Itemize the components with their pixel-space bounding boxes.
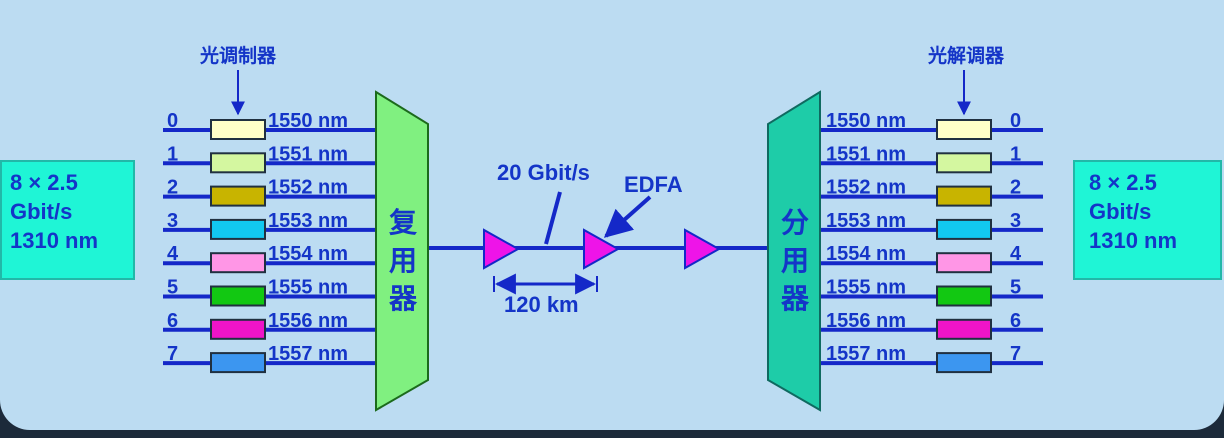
demux-label-char-1: 分 bbox=[781, 206, 809, 239]
right-demodulator-5 bbox=[936, 285, 992, 307]
left-channel-wavelength-5: 1555 nm bbox=[268, 277, 348, 299]
right-demodulator-3 bbox=[936, 218, 992, 240]
right-channel-group: 1550 nm 0 1551 nm 1 1552 nm 2 1553 nm 3 1554 nm 4… bbox=[820, 110, 1043, 374]
left-channel-index-2: 2 bbox=[167, 177, 178, 199]
right-channel-index-0: 0 bbox=[1010, 110, 1021, 132]
left-modulator-7 bbox=[210, 352, 266, 374]
right-channel-wavelength-5: 1555 nm bbox=[826, 277, 906, 299]
bitrate-pointer bbox=[544, 191, 562, 245]
left-source-box: 8 × 2.5 Gbit/s 1310 nm bbox=[0, 160, 135, 280]
right-channel-index-4: 4 bbox=[1010, 243, 1022, 265]
left-modulator-4 bbox=[210, 252, 266, 274]
left-channel-index-3: 3 bbox=[167, 210, 178, 232]
right-channel-wavelength-6: 1556 nm bbox=[826, 310, 906, 332]
right-sink-box: 8 × 2.5 Gbit/s 1310 nm bbox=[1073, 160, 1222, 280]
left-channel-index-7: 7 bbox=[167, 343, 178, 365]
right-demodulator-7 bbox=[936, 352, 992, 374]
left-channel-index-4: 4 bbox=[167, 243, 179, 265]
demux-label-char-2: 用 bbox=[781, 244, 809, 277]
left-modulator-3 bbox=[210, 218, 266, 240]
left-channel-wavelength-3: 1553 nm bbox=[268, 210, 348, 232]
left-box-line-2: Gbit/s bbox=[10, 199, 73, 224]
right-channel-index-3: 3 bbox=[1010, 210, 1021, 232]
left-channel-wavelength-6: 1556 nm bbox=[268, 310, 348, 332]
multiplexer bbox=[375, 90, 429, 412]
mux-label-char-2: 用 bbox=[389, 244, 417, 277]
left-box-line-3: 1310 nm bbox=[10, 228, 99, 253]
left-channel-wavelength-1: 1551 nm bbox=[268, 143, 348, 165]
modulator-label: 光调制器 bbox=[199, 44, 277, 67]
right-channel-index-7: 7 bbox=[1010, 343, 1021, 365]
amplifier-2-edfa bbox=[583, 228, 621, 270]
left-box-line-1: 8 × 2.5 bbox=[10, 170, 78, 195]
right-channel-index-2: 2 bbox=[1010, 177, 1021, 199]
demultiplexer bbox=[767, 90, 821, 412]
left-channel-group: 0 1550 nm 1 1551 nm 2 1552 nm 3 1553 nm 4 1554 nm… bbox=[163, 110, 376, 374]
demux-label-char-3: 器 bbox=[780, 282, 810, 315]
right-demodulator-4 bbox=[936, 252, 992, 274]
left-channel-wavelength-4: 1554 nm bbox=[268, 243, 348, 265]
span-label: 120 km bbox=[504, 292, 579, 317]
right-channel-wavelength-1: 1551 nm bbox=[826, 143, 906, 165]
right-channel-wavelength-4: 1554 nm bbox=[826, 243, 906, 265]
right-demodulator-0 bbox=[936, 119, 992, 140]
left-channel-index-0: 0 bbox=[167, 110, 178, 132]
left-channel-wavelength-7: 1557 nm bbox=[268, 343, 348, 365]
bitrate-label: 20 Gbit/s bbox=[497, 160, 590, 185]
right-channel-index-1: 1 bbox=[1010, 143, 1021, 165]
left-channel-wavelength-0: 1550 nm bbox=[268, 110, 348, 132]
right-box-line-1: 8 × 2.5 bbox=[1089, 170, 1157, 195]
right-demodulator-6 bbox=[936, 318, 992, 340]
amplifier-1 bbox=[483, 228, 521, 270]
left-modulator-2 bbox=[210, 185, 266, 207]
left-modulator-6 bbox=[210, 318, 266, 340]
demodulator-label: 光解调器 bbox=[927, 44, 1005, 67]
right-box-line-3: 1310 nm bbox=[1089, 228, 1178, 253]
right-demodulator-2 bbox=[936, 185, 992, 207]
right-channel-wavelength-7: 1557 nm bbox=[826, 343, 906, 365]
mux-label-char-3: 器 bbox=[388, 282, 418, 315]
right-demodulator-1 bbox=[936, 152, 992, 174]
left-channel-index-1: 1 bbox=[167, 143, 178, 165]
amplifier-3 bbox=[684, 228, 722, 270]
right-channel-index-5: 5 bbox=[1010, 277, 1021, 299]
edfa-label: EDFA bbox=[624, 172, 683, 197]
edfa-pointer-arrow bbox=[603, 195, 652, 238]
right-box-line-2: Gbit/s bbox=[1089, 199, 1152, 224]
right-channel-wavelength-2: 1552 nm bbox=[826, 177, 906, 199]
left-channel-index-5: 5 bbox=[167, 277, 178, 299]
left-modulator-0 bbox=[210, 119, 266, 140]
mux-label-char-1: 复 bbox=[389, 206, 417, 239]
right-channel-index-6: 6 bbox=[1010, 310, 1021, 332]
left-channel-wavelength-2: 1552 nm bbox=[268, 177, 348, 199]
left-channel-index-6: 6 bbox=[167, 310, 178, 332]
right-channel-wavelength-0: 1550 nm bbox=[826, 110, 906, 132]
left-modulator-5 bbox=[210, 285, 266, 307]
right-channel-wavelength-3: 1553 nm bbox=[826, 210, 906, 232]
left-modulator-1 bbox=[210, 152, 266, 174]
